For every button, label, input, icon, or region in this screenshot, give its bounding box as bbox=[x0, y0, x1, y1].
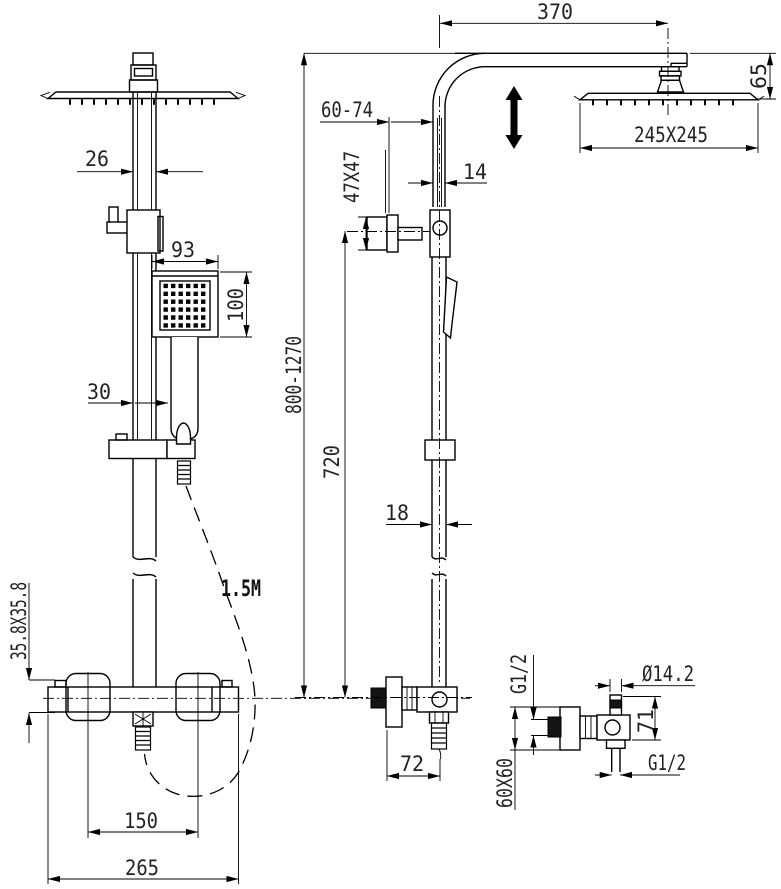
dim-lower-tube-width: 18 bbox=[385, 501, 409, 525]
detail-valve-body bbox=[547, 694, 631, 772]
front-mixer-bar bbox=[43, 672, 470, 838]
side-rain-head bbox=[573, 28, 765, 118]
side-wall-bracket bbox=[347, 209, 451, 258]
dim-wall-inlet-thread: G1/2 bbox=[507, 654, 531, 694]
side-riser-pipe bbox=[424, 96, 458, 687]
front-rain-head bbox=[39, 91, 247, 105]
side-view-dimensions: 370 65 245X245 60-74 47X47 14 800-1270 7… bbox=[282, 0, 776, 781]
side-hand-shower bbox=[442, 275, 458, 340]
side-slider-bracket bbox=[424, 439, 456, 461]
dim-head-size: 245X245 bbox=[634, 123, 708, 147]
front-view: 26 93 100 30 1.5M 35.8X35.8 150 265 bbox=[7, 52, 470, 884]
dim-outlet-thread: G1/2 bbox=[648, 751, 686, 775]
front-hand-shower bbox=[151, 270, 219, 440]
dim-overall-height-range: 800-1270 bbox=[282, 336, 306, 414]
dim-mixer-body-section: 35.8X35.8 bbox=[7, 582, 31, 660]
valve-detail-dimensions: G1/2 60X60 Ø14.2 71 G1/2 bbox=[493, 654, 695, 810]
side-top-arm bbox=[304, 15, 688, 207]
dim-riser-tube-length: 720 bbox=[320, 445, 344, 479]
front-head-nozzles bbox=[69, 99, 215, 105]
dim-pipe-width: 26 bbox=[85, 147, 109, 171]
dim-inlet-bore-diameter: Ø14.2 bbox=[642, 662, 694, 686]
dim-valve-projection: 72 bbox=[400, 752, 424, 776]
flexible-hose bbox=[143, 485, 256, 798]
side-view: 370 65 245X245 60-74 47X47 14 800-1270 7… bbox=[282, 0, 776, 781]
front-ceiling-connector bbox=[128, 52, 159, 93]
dim-handset-offset: 30 bbox=[87, 380, 111, 404]
dim-wall-clearance-range: 60-74 bbox=[321, 98, 373, 122]
dim-inlet-center-distance: 150 bbox=[124, 809, 158, 833]
side-mixer-valve bbox=[295, 676, 472, 760]
front-riser-pipe bbox=[132, 92, 157, 687]
valve-detail-view: G1/2 60X60 Ø14.2 71 G1/2 bbox=[493, 654, 695, 810]
dim-body-height: 71 bbox=[634, 709, 658, 733]
side-head-nozzles bbox=[592, 99, 734, 106]
label-hose-length: 1.5M bbox=[221, 577, 261, 602]
dim-bracket-plate-size: 47X47 bbox=[340, 151, 364, 203]
dim-mixer-overall-width: 265 bbox=[125, 856, 159, 880]
front-slider-holder bbox=[108, 422, 196, 485]
dim-handset-face-height: 100 bbox=[224, 288, 248, 322]
dim-wall-plate-size: 60X60 bbox=[493, 758, 517, 808]
dim-arm-reach: 370 bbox=[537, 0, 573, 24]
dim-upper-tube-width: 14 bbox=[463, 160, 487, 184]
dim-head-edge-height: 65 bbox=[747, 63, 771, 89]
handset-hose-coil bbox=[176, 460, 192, 485]
front-diverter bbox=[106, 206, 164, 254]
mixer-outlet bbox=[132, 711, 154, 751]
dim-handset-width: 93 bbox=[171, 238, 195, 262]
front-view-dimensions: 26 93 100 30 1.5M 35.8X35.8 150 265 bbox=[7, 147, 261, 884]
height-adjust-arrow-icon bbox=[505, 86, 523, 149]
